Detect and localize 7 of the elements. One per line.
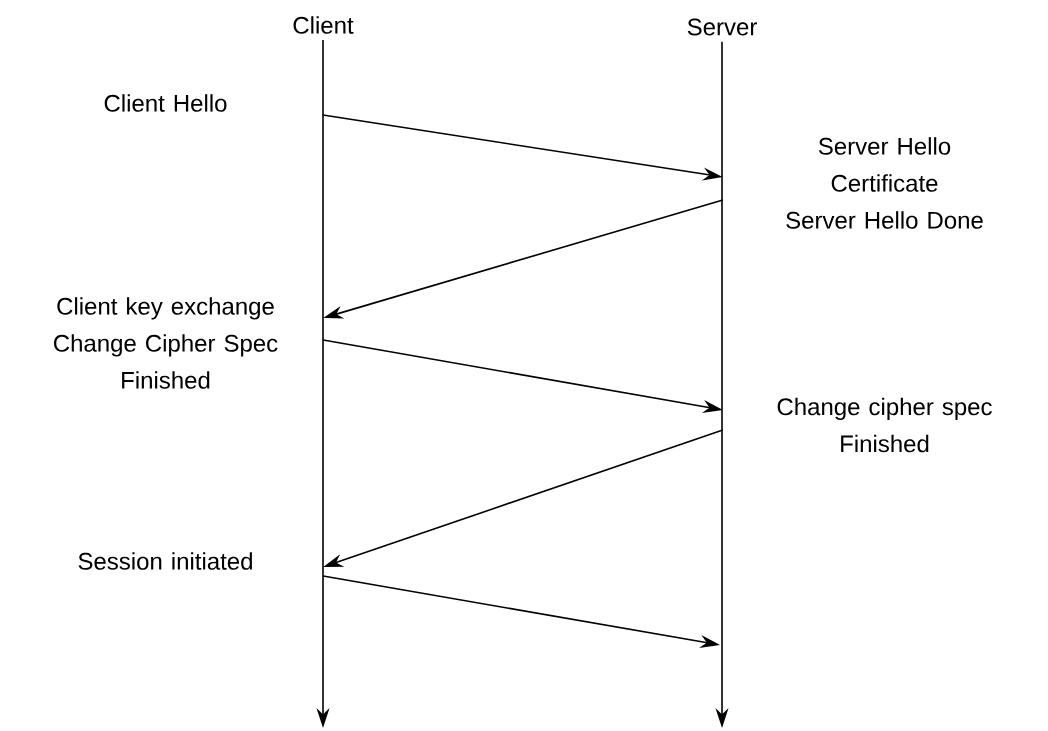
message-label: Server Hello Certificate Server Hello Done [786,137,983,229]
message-label: Session initiated [78,552,252,570]
message-label: Client Hello [104,94,227,112]
lifeline-header: Client [293,16,354,34]
lifeline-header: Server [687,18,757,36]
message-label: Change cipher spec Finished [777,397,992,453]
message-label: Client key exchange Change Cipher Spec Finished [54,297,278,389]
